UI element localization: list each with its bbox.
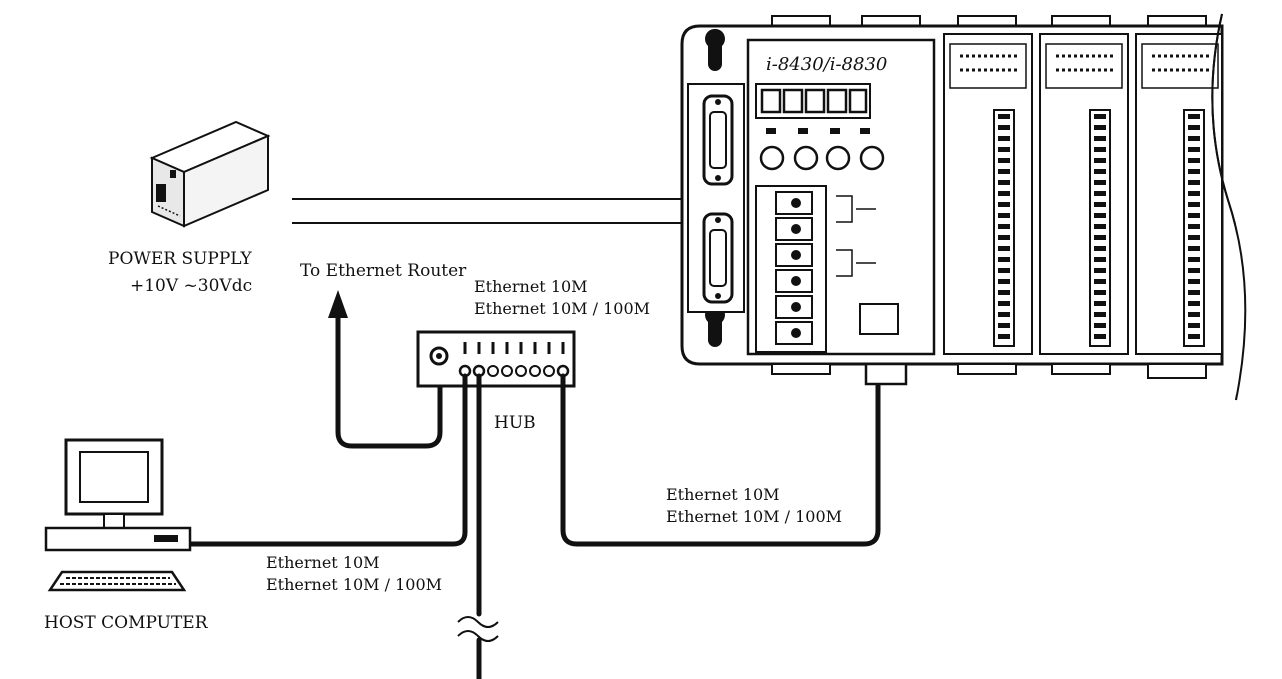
hub-link-label-line1: Ethernet 10M (474, 277, 588, 296)
computer-icon (44, 438, 192, 592)
hub-icon (416, 330, 576, 388)
ethernet-cables (187, 373, 881, 679)
controller-icon (680, 13, 1282, 414)
router-arrow-icon (328, 290, 443, 449)
cable-break-icon (457, 616, 499, 642)
power-supply-title: POWER SUPPLY (108, 249, 253, 269)
hub-link-label-line2: Ethernet 10M / 100M (474, 299, 650, 318)
controller-model-label: i-8430/i-8830 (766, 54, 887, 75)
router-label: To Ethernet Router (300, 261, 467, 281)
host-link-label-line2: Ethernet 10M / 100M (266, 575, 442, 594)
host-computer-label: HOST COMPUTER (44, 613, 209, 633)
controller-link-label-line1: Ethernet 10M (666, 485, 780, 504)
host-link-label-line1: Ethernet 10M (266, 553, 380, 572)
power-supply-voltage: +10V ~30Vdc (130, 276, 252, 296)
hub-label: HUB (494, 413, 536, 433)
power-supply-icon (149, 120, 271, 228)
controller-link-label-line2: Ethernet 10M / 100M (666, 507, 842, 526)
